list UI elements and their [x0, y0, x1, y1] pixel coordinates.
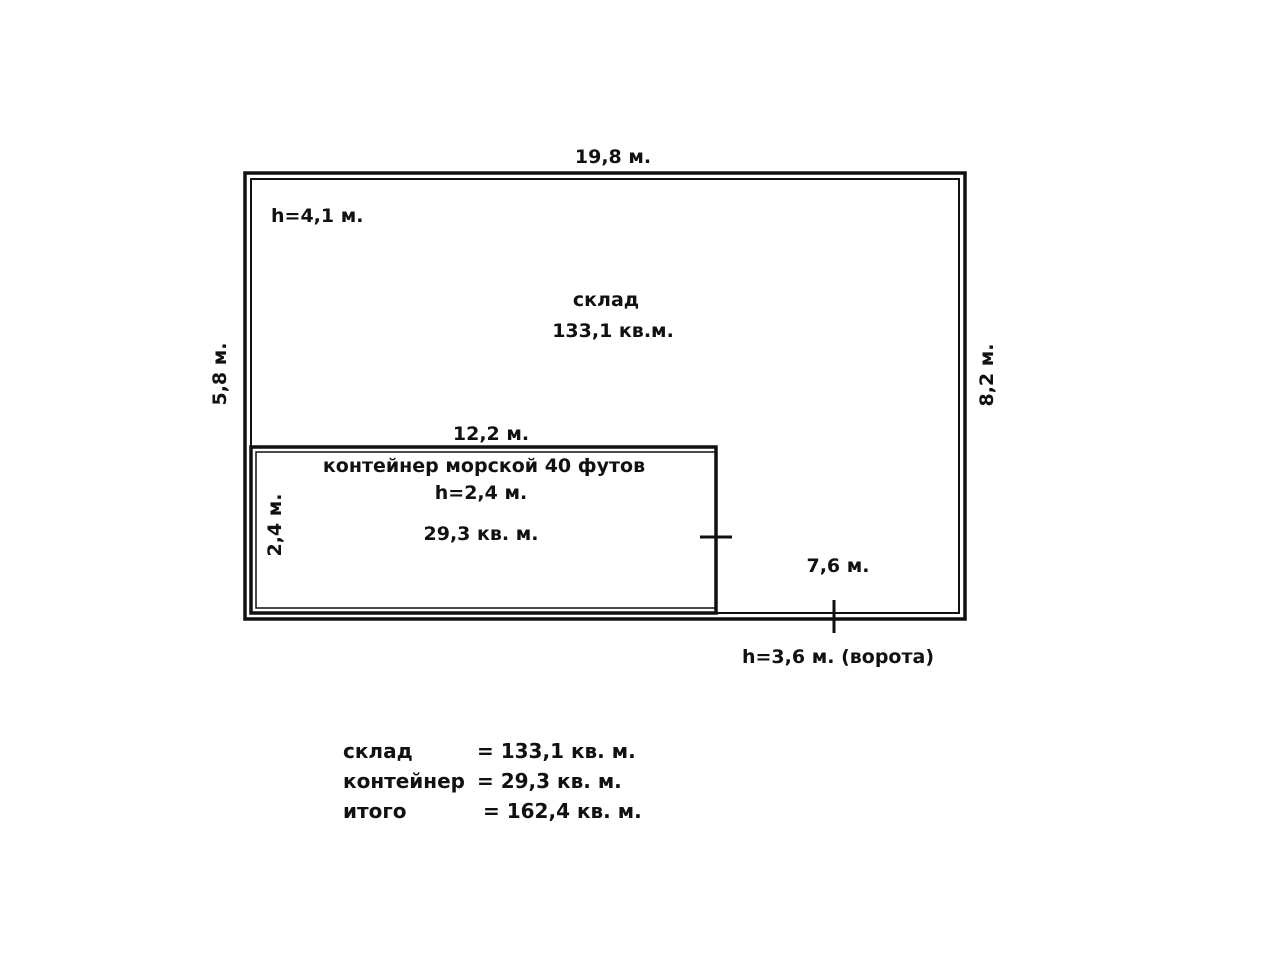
summary-name: склад [343, 739, 413, 763]
summary-value: = 133,1 кв. м. [477, 739, 636, 763]
warehouse-name: склад [573, 289, 639, 311]
container-area: 29,3 кв. м. [424, 523, 539, 545]
summary-row-container: контейнер = 29,3 кв. м. [343, 766, 642, 796]
summary-name: итого [343, 799, 407, 823]
warehouse-area: 133,1 кв.м. [552, 320, 674, 342]
warehouse-outline [243, 171, 967, 621]
warehouse-right-length-label: 8,2 м. [976, 343, 998, 406]
area-summary: склад = 133,1 кв. м. контейнер = 29,3 кв… [343, 736, 642, 826]
container-width-label: 12,2 м. [453, 423, 529, 445]
summary-row-warehouse: склад = 133,1 кв. м. [343, 736, 642, 766]
container-side-label: 2,4 м. [264, 493, 286, 556]
container-height-label: h=2,4 м. [435, 482, 527, 504]
warehouse-width-label: 19,8 м. [575, 146, 651, 168]
summary-value: = 29,3 кв. м. [477, 769, 622, 793]
summary-name: контейнер [343, 769, 466, 793]
summary-value: = 162,4 кв. м. [483, 799, 642, 823]
gate-height-label: h=3,6 м. (ворота) [742, 646, 934, 668]
gate-width-label: 7,6 м. [806, 555, 869, 577]
warehouse-height-label: h=4,1 м. [271, 205, 363, 227]
warehouse-left-length-label: 5,8 м. [209, 342, 231, 405]
container-name: контейнер морской 40 футов [323, 455, 645, 477]
container-outline [249, 445, 718, 615]
summary-row-total: итого = 162,4 кв. м. [343, 796, 642, 826]
